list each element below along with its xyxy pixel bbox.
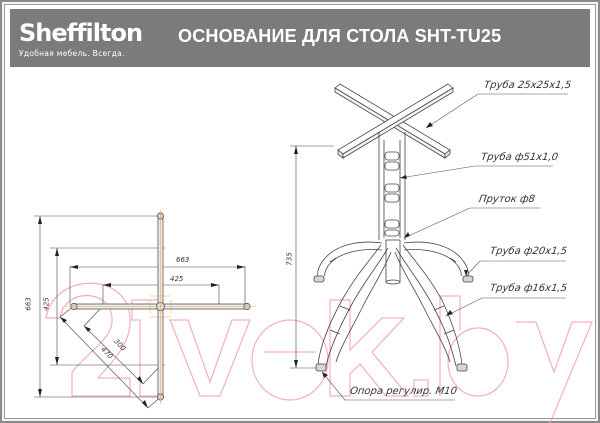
- dimension-arrows: [38, 216, 245, 408]
- brand-logo: Sheffilton: [19, 19, 143, 47]
- drawing-sheet: [4, 4, 596, 419]
- callout-leaders: [321, 93, 568, 401]
- callout-leg-tube-20: Труба ф20х1,5: [489, 246, 568, 257]
- center-lines: [66, 210, 256, 404]
- brand-tagline: Удобная мебель. Всегда.: [19, 49, 125, 58]
- dim-height: 735: [285, 252, 294, 266]
- base-legs: [317, 241, 469, 367]
- callout-leg-tube-16: Труба ф16х1,5: [489, 283, 568, 294]
- callout-column-tube: Труба ф51х1,0: [480, 152, 559, 163]
- watermark-21vek: [45, 282, 593, 423]
- dim-overall-horizontal: 663: [176, 256, 190, 264]
- adjustable-feet: [313, 275, 474, 372]
- dim-inner-vertical: 425: [42, 297, 51, 311]
- callout-adjustable-foot: Опора регулир. М10: [349, 386, 458, 397]
- header-banner: Sheffilton Удобная мебель. Всегда. ОСНОВ…: [10, 9, 590, 67]
- dim-inner-horizontal: 425: [170, 275, 184, 283]
- top-view-plan: [34, 215, 246, 409]
- height-dimension: [290, 145, 334, 369]
- callout-rod: Пруток ф8: [478, 194, 536, 205]
- table-base-isometric: [334, 83, 454, 285]
- page-title: ОСНОВАНИЕ ДЛЯ СТОЛА SHT-TU25: [178, 26, 502, 46]
- callout-square-tube: Труба 25х25х1,5: [483, 80, 572, 91]
- dim-overall-vertical: 663: [24, 297, 33, 311]
